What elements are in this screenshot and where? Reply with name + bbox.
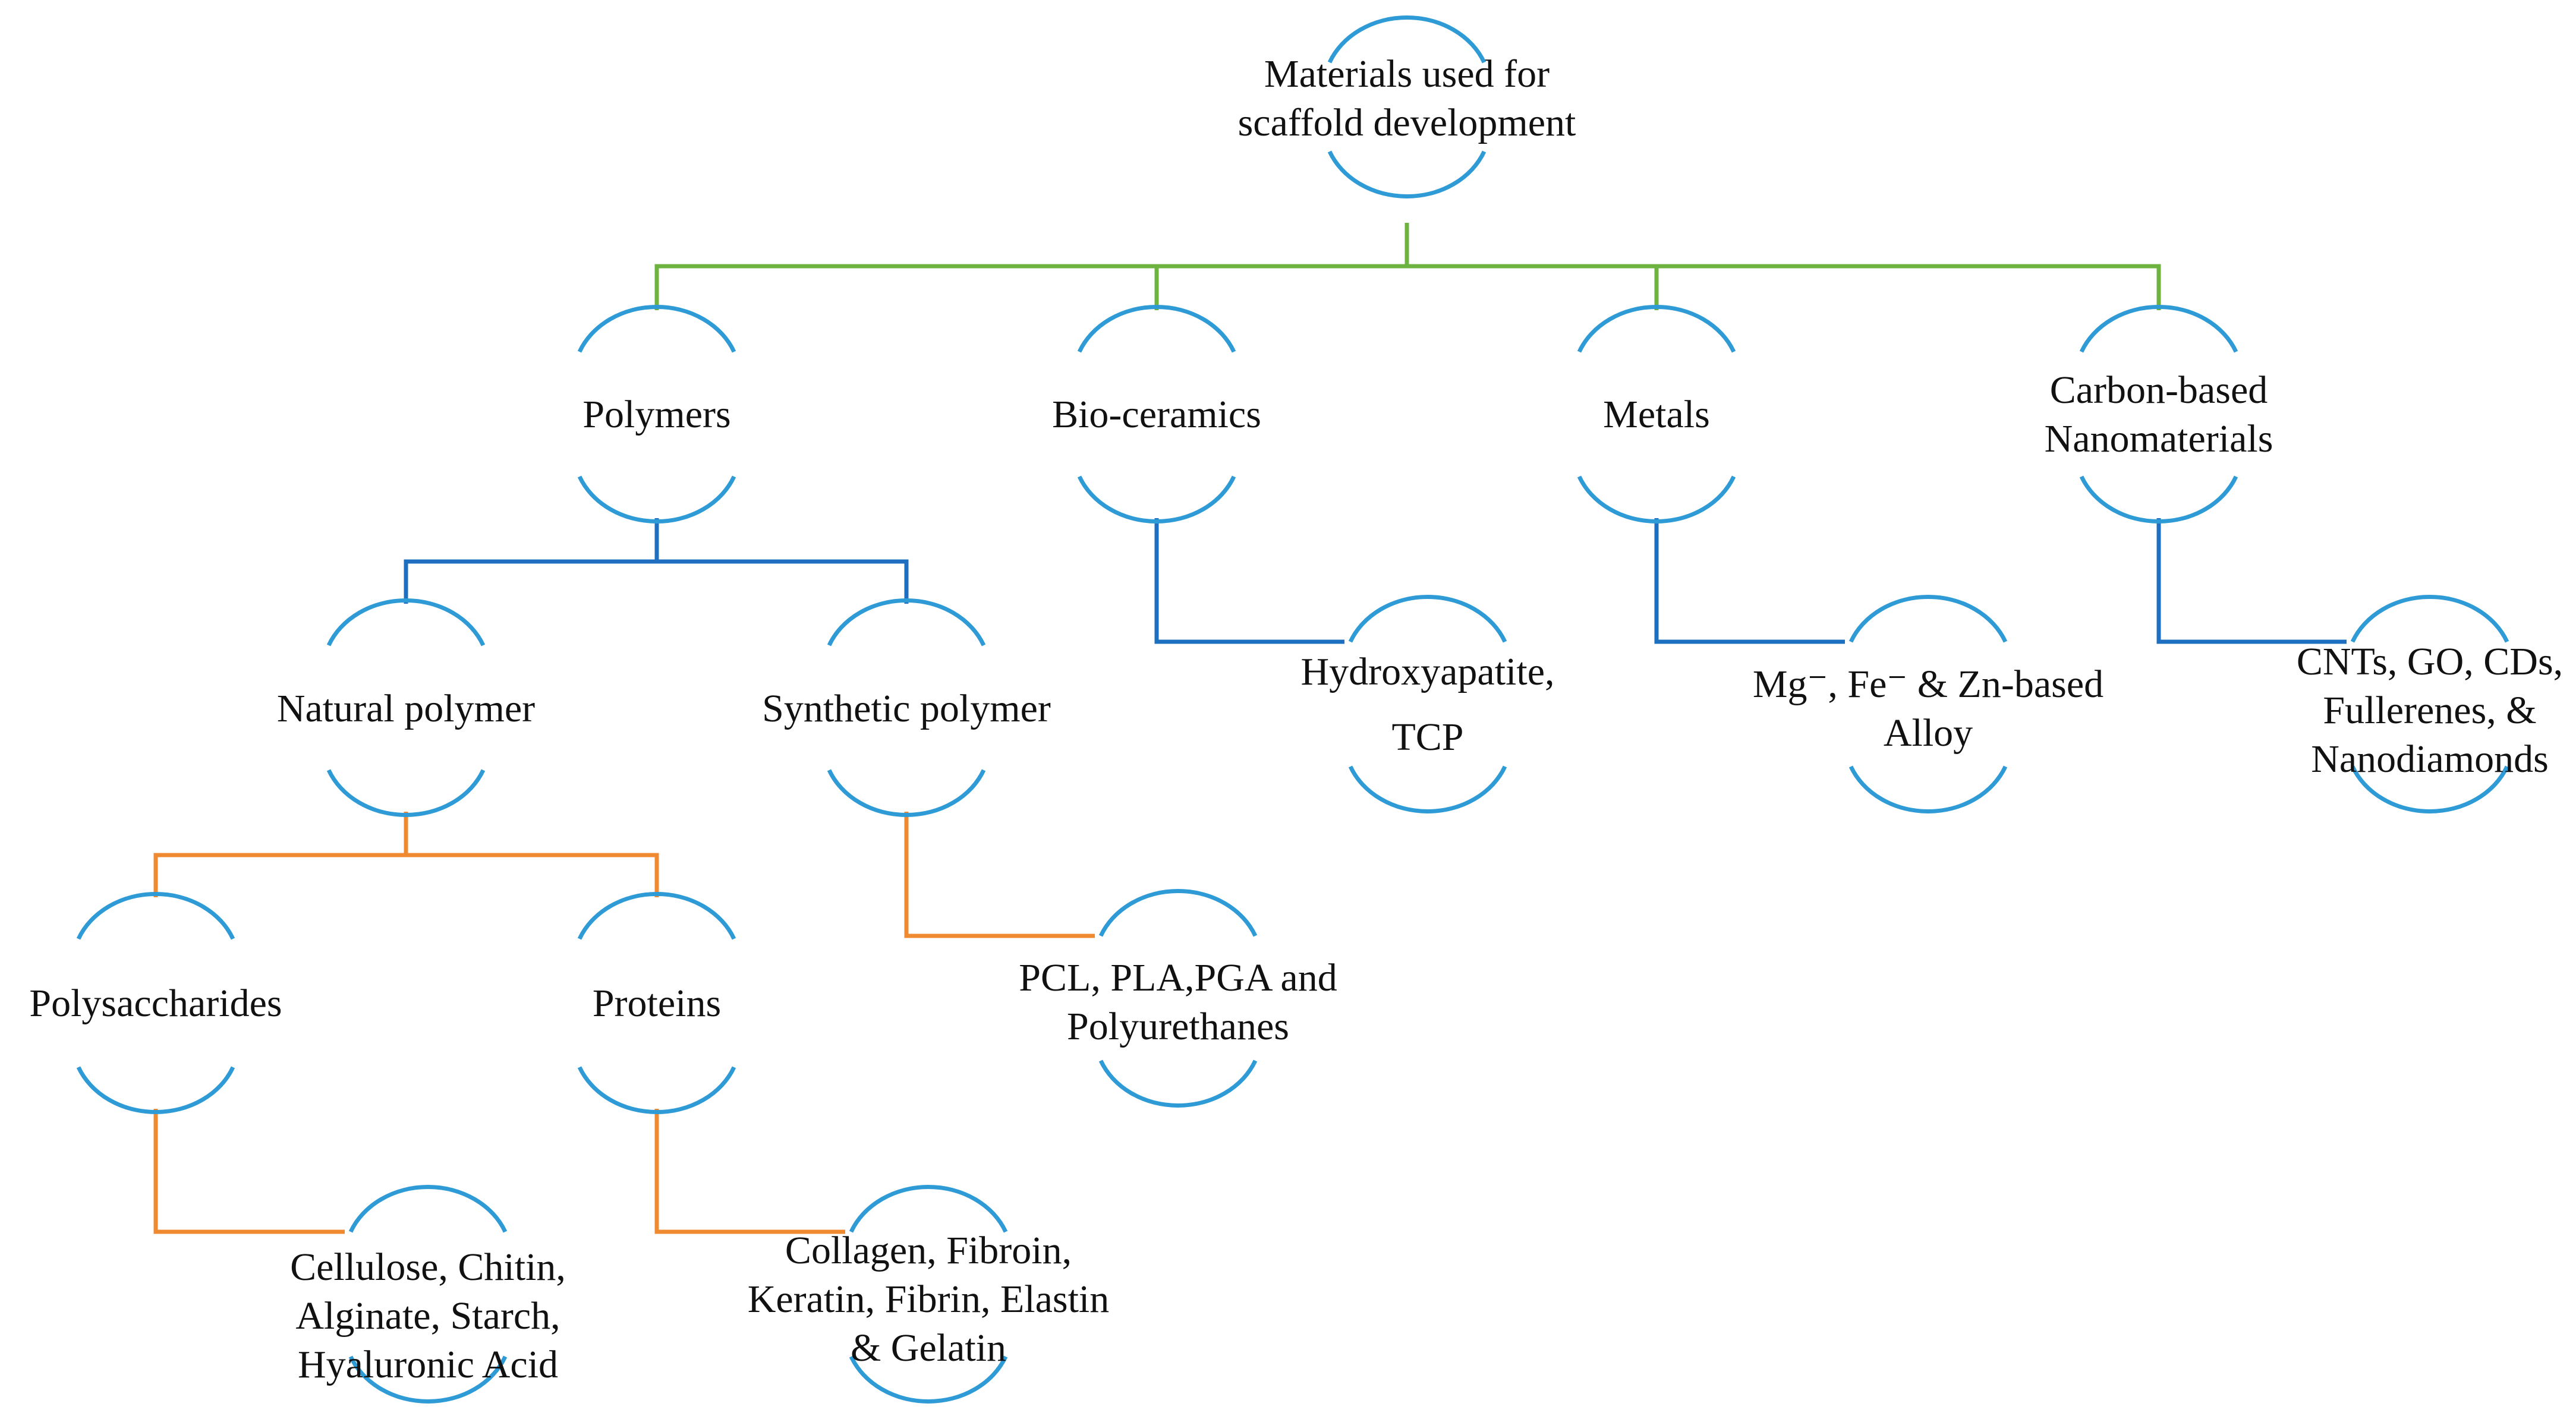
node-label-line: Materials used for: [1264, 52, 1550, 96]
node-arc-cellulose: [348, 1185, 508, 1404]
node-label-line: Nanodiamonds: [2311, 737, 2549, 781]
node-label-line: Fullerenes, &: [2323, 689, 2536, 732]
node-label-proteins: Proteins: [593, 982, 721, 1025]
node-label-natural: Natural polymer: [277, 687, 535, 730]
connector-root-to-categories: [654, 223, 2161, 310]
connector-synthetic-to-pcl: [904, 812, 1095, 938]
node-label-line: Polymers: [582, 393, 730, 436]
node-label-line: & Gelatin: [851, 1326, 1006, 1370]
connector-natural-to-subtypes: [153, 812, 659, 897]
level3-connectors: [153, 812, 1095, 1234]
connector-metals-to-alloy: [1654, 518, 1845, 644]
node-label-line: Collagen, Fibroin,: [785, 1229, 1072, 1272]
node-label-line: Keratin, Fibrin, Elastin: [748, 1278, 1110, 1321]
node-label-line: Cellulose, Chitin,: [290, 1245, 566, 1289]
node-arc-carbon: [2079, 305, 2238, 523]
node-label-line: scaffold development: [1238, 101, 1576, 144]
connector-carbon-to-cnts: [2156, 518, 2347, 644]
node-label-line: Bio-ceramics: [1052, 393, 1261, 436]
node-label-line: Proteins: [593, 982, 721, 1025]
node-label-bioceramics: Bio-ceramics: [1052, 393, 1261, 436]
connector-proteins-to-collagen: [654, 1109, 845, 1234]
node-label-cellulose: Cellulose, Chitin, Alginate, Starch, Hyalu…: [290, 1245, 566, 1386]
node-label-line: Nanomaterials: [2045, 417, 2273, 461]
connector-bioceramics-to-hydroxyapatite: [1154, 518, 1344, 644]
node-arc-bioceramics: [1077, 305, 1236, 523]
node-label-line: TCP: [1391, 715, 1463, 759]
node-arc-collagen: [849, 1185, 1008, 1404]
node-label-line: PCL, PLA,PGA and: [1019, 956, 1337, 999]
node-arc-pcl: [1098, 889, 1258, 1108]
node-arc-proteins: [577, 892, 736, 1114]
node-label-line: CNTs, GO, CDs,: [2297, 640, 2563, 683]
node-label-line: Natural polymer: [277, 687, 535, 730]
node-label-line: Hyaluronic Acid: [298, 1343, 558, 1386]
node-label-metals: Metals: [1603, 393, 1710, 436]
node-arc-polymers: [577, 305, 736, 523]
node-labels: Materials used for scaffold development P…: [29, 52, 2563, 1386]
node-label-line: Synthetic polymer: [762, 687, 1051, 730]
node-label-line: Metals: [1603, 393, 1710, 436]
level2-connectors: [404, 518, 2347, 644]
node-label-polymers: Polymers: [582, 393, 730, 436]
node-label-line: Polyurethanes: [1067, 1005, 1289, 1048]
node-arc-alloy: [1848, 595, 2008, 813]
node-arcs: [76, 15, 2509, 1404]
node-arc-root: [1327, 15, 1487, 198]
node-label-line: Mg⁻, Fe⁻ & Zn-based: [1753, 663, 2103, 706]
node-label-root: Materials used for scaffold development: [1238, 52, 1576, 144]
node-arc-cnts: [2350, 595, 2509, 813]
node-label-line: Alloy: [1884, 711, 1973, 755]
connector-polymers-to-types: [404, 518, 909, 604]
node-arc-natural: [326, 598, 486, 817]
node-arc-metals: [1577, 305, 1736, 523]
node-label-line: Alginate, Starch,: [295, 1294, 560, 1338]
connector-polysaccharides-to-cellulose: [153, 1109, 345, 1234]
node-label-hydroxyapatite: Hydroxyapatite, TCP: [1300, 650, 1554, 759]
node-label-cnts: CNTs, GO, CDs, Fullerenes, & Nanodiamonds: [2297, 640, 2563, 781]
node-label-collagen: Collagen, Fibroin, Keratin, Fibrin, Elast…: [748, 1229, 1110, 1370]
node-arc-hydroxyapatite: [1348, 595, 1507, 813]
node-arc-synthetic: [827, 598, 986, 817]
node-label-synthetic: Synthetic polymer: [762, 687, 1051, 730]
node-arc-polysaccharides: [76, 892, 235, 1114]
node-label-line: Hydroxyapatite,: [1300, 650, 1554, 693]
level1-connectors: [654, 223, 2161, 310]
node-label-line: Polysaccharides: [29, 982, 282, 1025]
node-label-polysaccharides: Polysaccharides: [29, 982, 282, 1025]
node-label-line: Carbon-based: [2050, 368, 2268, 412]
